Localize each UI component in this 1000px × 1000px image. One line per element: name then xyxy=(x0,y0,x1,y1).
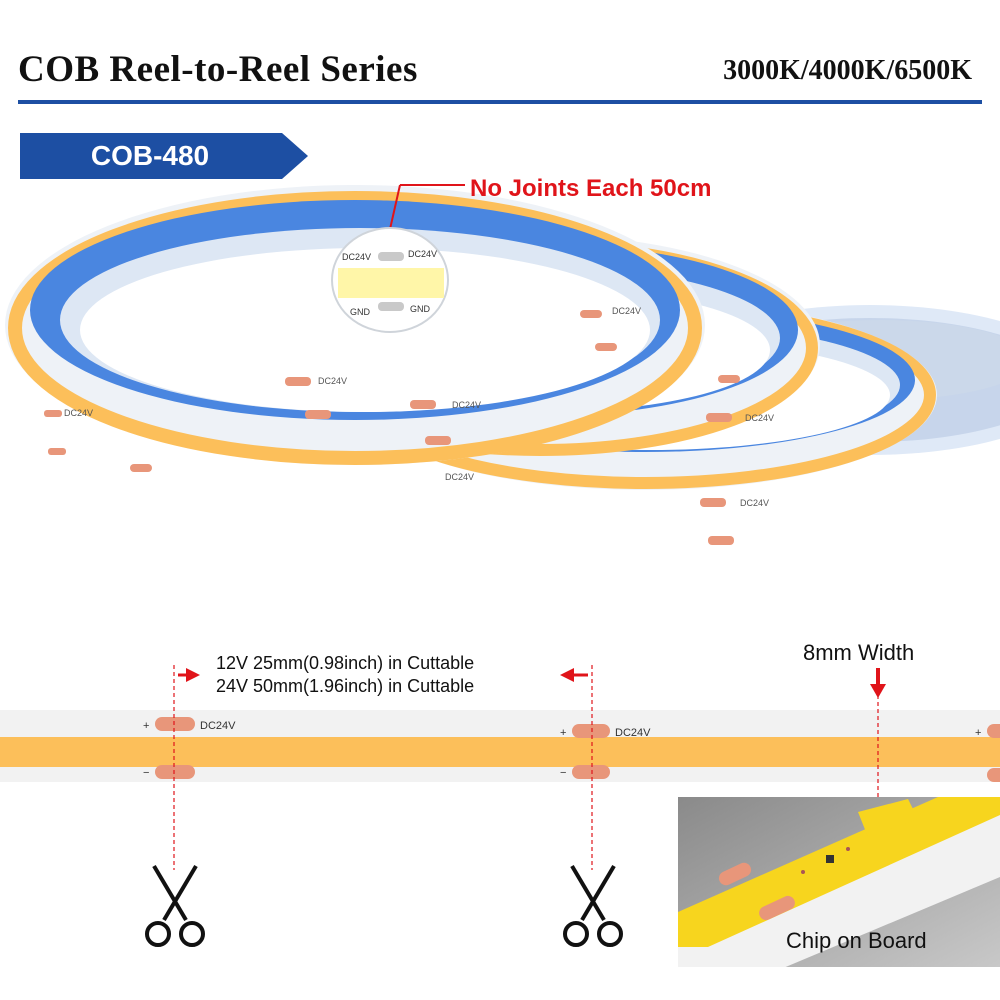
pad-voltage-label-2: DC24V xyxy=(615,727,651,739)
pad-voltage-label-1: DC24V xyxy=(200,720,236,732)
arrow-left-icon xyxy=(560,668,588,682)
magnifier-voltage-right: DC24V xyxy=(408,249,437,259)
inset-caption: Chip on Board xyxy=(786,928,927,953)
magnifier-gnd-left: GND xyxy=(350,307,371,317)
reel-voltage-label-6: DC24V xyxy=(445,472,474,482)
reel-voltage-label-7: DC24V xyxy=(64,408,93,418)
led-strip-reels-illustration: DC24V DC24V DC24V DC24V DC24V DC24V DC24… xyxy=(5,184,1000,545)
header-divider xyxy=(18,100,982,104)
arrow-right-icon xyxy=(178,668,200,682)
arrow-down-icon xyxy=(870,668,886,698)
reel-1 xyxy=(5,185,705,465)
joint-magnifier: DC24V DC24V GND GND xyxy=(331,184,465,333)
scissors-icon xyxy=(563,864,623,947)
solder-pads xyxy=(155,717,1000,782)
magnifier-gnd-right: GND xyxy=(410,304,431,314)
scissors-icon xyxy=(145,864,205,947)
straight-strip-diagram: + DC24V − + DC24V − + xyxy=(0,665,1000,870)
pad-minus-label-2: − xyxy=(560,767,566,779)
reel-voltage-label-4: DC24V xyxy=(745,413,774,423)
inset-illustration xyxy=(678,797,1000,967)
cut-info-12v: 12V 25mm(0.98inch) in Cuttable xyxy=(216,653,475,673)
width-label: 8mm Width xyxy=(803,640,915,665)
strip-led-band xyxy=(0,737,1000,767)
page-title: COB Reel-to-Reel Series xyxy=(18,49,418,90)
reel-voltage-label-2: DC24V xyxy=(452,400,481,410)
reel-voltage-label-3: DC24V xyxy=(612,306,641,316)
reel-voltage-label-1: DC24V xyxy=(318,376,347,386)
pad-plus-label-3: + xyxy=(975,727,981,739)
color-temperature-label: 3000K/4000K/6500K xyxy=(723,55,972,86)
pad-plus-label-2: + xyxy=(560,727,566,739)
no-joints-callout: No Joints Each 50cm xyxy=(470,175,712,202)
magnifier-voltage-left: DC24V xyxy=(342,252,371,262)
model-badge: COB-480 xyxy=(20,133,310,179)
model-badge-label: COB-480 xyxy=(90,140,210,171)
pad-plus-label-1: + xyxy=(143,720,149,732)
cut-info-24v: 24V 50mm(1.96inch) in Cuttable xyxy=(216,676,475,696)
pad-minus-label-1: − xyxy=(143,767,149,779)
reel-pads xyxy=(44,310,740,545)
reel-voltage-label-5: DC24V xyxy=(740,498,769,508)
chip-on-board-inset xyxy=(678,797,1000,967)
badge-arrow-shape xyxy=(20,133,308,179)
